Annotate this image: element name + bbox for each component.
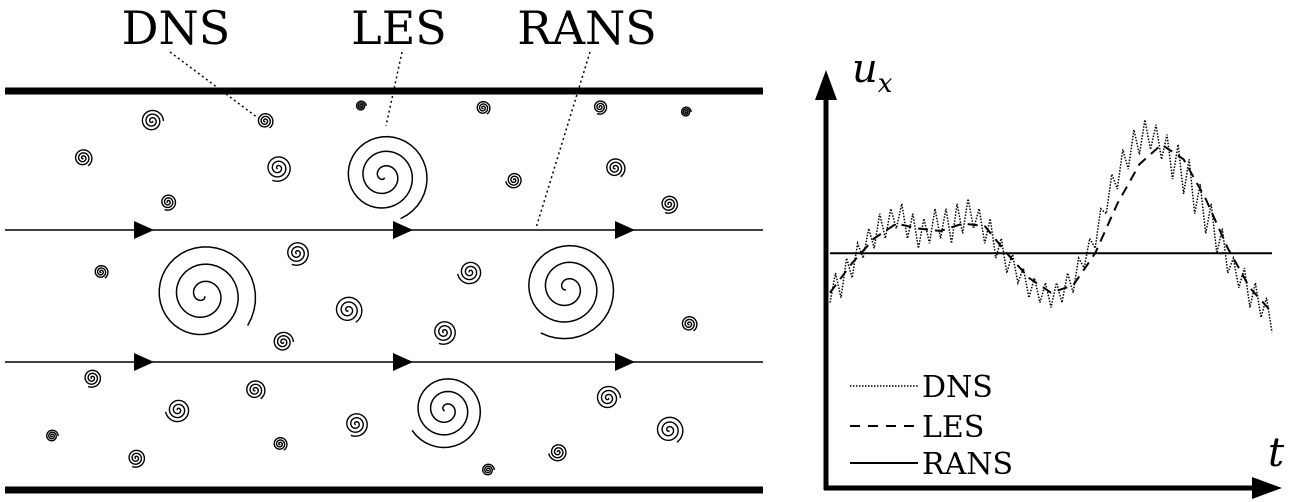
eddy-icon — [355, 100, 367, 111]
flow-arrowhead — [134, 221, 154, 239]
eddy-icon — [596, 385, 622, 409]
legend-item-les: LES — [850, 410, 984, 445]
legend: DNS LES RANS — [850, 370, 1013, 482]
dns-label: DNS — [122, 1, 231, 55]
eddies — [46, 100, 698, 476]
eddy-icon — [94, 264, 109, 279]
y-axis-label: ux — [852, 46, 893, 99]
eddy-icon — [593, 100, 608, 115]
eddy-icon — [548, 444, 567, 462]
eddy-icon — [505, 172, 522, 189]
plot-lines — [829, 119, 1273, 333]
flow-arrowhead — [134, 353, 154, 371]
eddy-icon — [661, 195, 679, 214]
y-axis-arrowhead — [815, 70, 837, 100]
eddy-icon — [347, 135, 428, 220]
eddy-icon — [84, 369, 102, 388]
legend-label-rans: RANS — [922, 447, 1013, 482]
x-axis-arrowhead — [1252, 477, 1282, 499]
flow-arrowhead — [393, 353, 413, 371]
streamline-lower — [5, 353, 763, 371]
legend-item-rans: RANS — [850, 447, 1013, 482]
legend-label-les: LES — [922, 410, 984, 445]
eddy-icon — [476, 100, 491, 115]
eddy-icon — [606, 158, 626, 178]
eddy-icon — [128, 449, 146, 468]
eddy-icon — [528, 244, 615, 340]
eddy-icon — [246, 380, 266, 400]
velocity-plot: ux t DNS LES RANS — [815, 46, 1285, 499]
eddy-icon — [141, 109, 165, 131]
x-axis-label: t — [1268, 430, 1285, 476]
streamline-upper — [5, 221, 763, 239]
rans-pointer-line — [535, 51, 591, 229]
eddy-icon — [46, 429, 59, 442]
eddy-icon — [335, 296, 363, 323]
flow-arrowhead — [393, 221, 413, 239]
dns-series-line — [829, 119, 1273, 333]
eddy-icon — [680, 106, 692, 117]
channel-flow-panel: DNS LES RANS — [5, 1, 763, 494]
eddy-icon — [74, 149, 93, 167]
eddy-icon — [456, 261, 482, 285]
legend-label-dns: DNS — [922, 370, 993, 405]
eddy-icon — [273, 331, 295, 351]
dns-pointer-line — [169, 51, 259, 119]
eddy-icon — [482, 463, 495, 476]
eddy-icon — [267, 156, 291, 182]
eddy-icon — [161, 194, 177, 211]
les-label: LES — [351, 1, 447, 55]
flow-arrowhead — [615, 353, 635, 371]
eddy-icon — [287, 242, 309, 266]
eddy-icon — [273, 436, 288, 451]
eddy-icon — [434, 321, 456, 345]
legend-item-dns: DNS — [850, 370, 993, 405]
eddy-icon — [411, 378, 482, 449]
eddy-icon — [164, 399, 190, 423]
eddy-icon — [681, 316, 698, 332]
eddy-icon — [656, 416, 684, 443]
eddy-icon — [257, 113, 274, 129]
rans-label: RANS — [517, 1, 657, 55]
eddy-icon — [346, 413, 368, 437]
eddy-icon — [158, 246, 257, 336]
flow-arrowhead — [615, 221, 635, 239]
les-series-line — [829, 143, 1273, 314]
